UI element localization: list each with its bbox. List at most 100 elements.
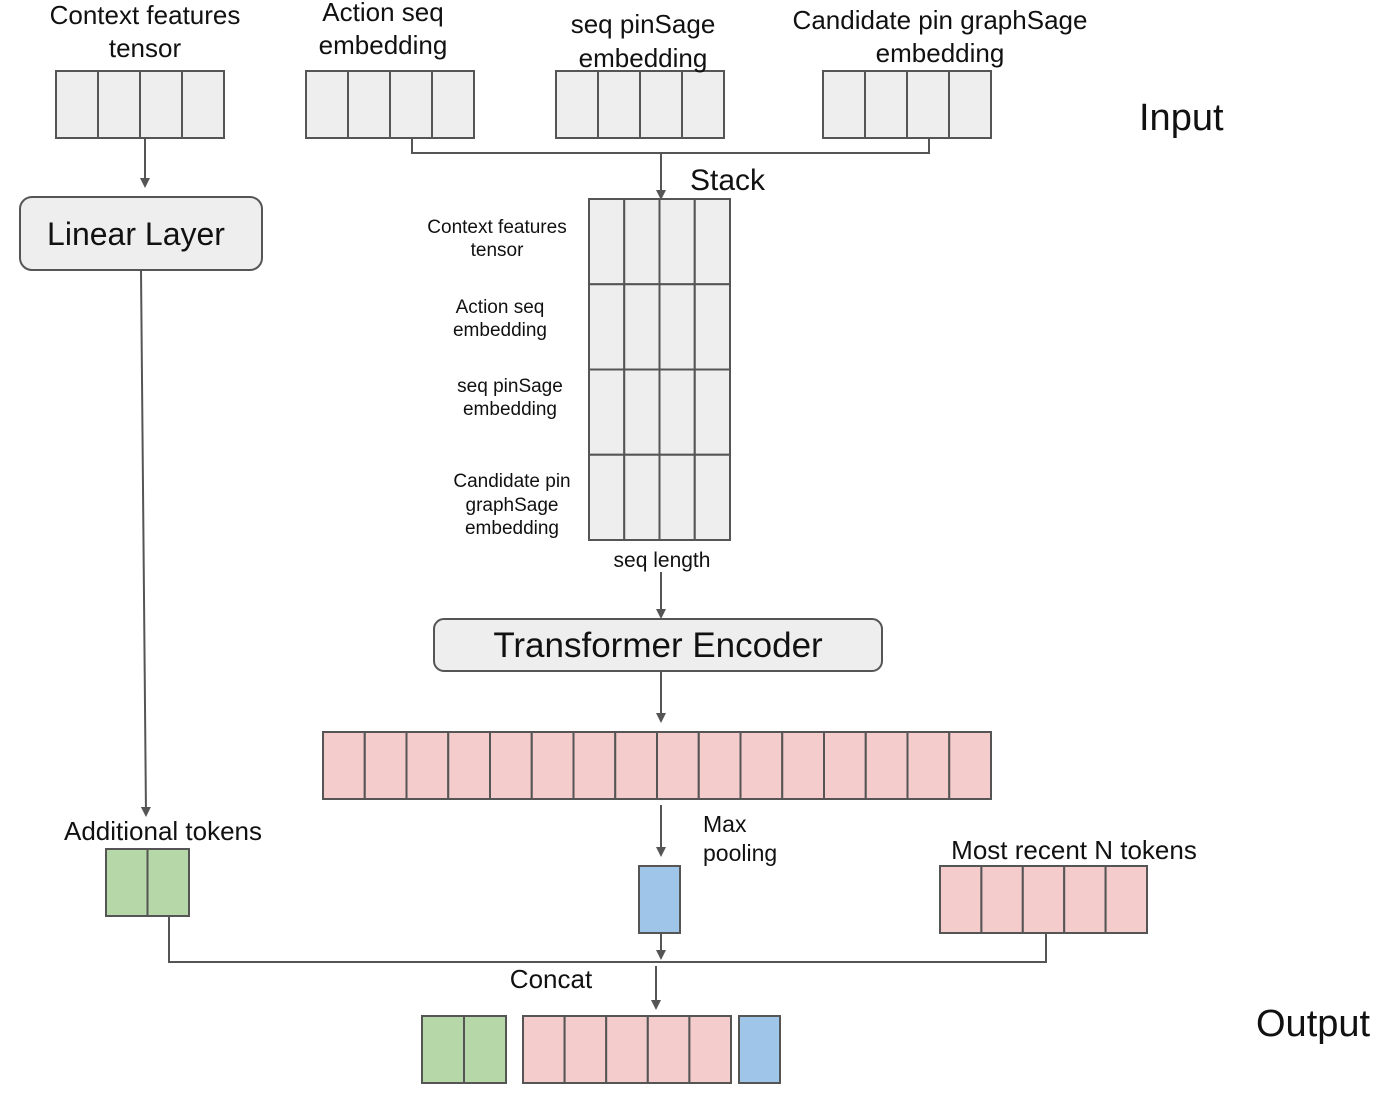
linear-layer-node: Linear Layer bbox=[19, 196, 263, 271]
encoder-output-token-16 bbox=[948, 731, 992, 800]
action-input-cell-1 bbox=[305, 70, 349, 139]
encoder-output-token-6 bbox=[530, 731, 575, 800]
stack-row-graphsage-line-2: graphSage bbox=[466, 495, 559, 516]
stack-row-context-line-1: Context features bbox=[427, 217, 566, 238]
context-title-line-1: Context features bbox=[50, 0, 241, 30]
action-seq-input-tokens bbox=[305, 70, 475, 139]
encoder-output-token-12 bbox=[781, 731, 825, 800]
linear-layer-box bbox=[19, 196, 263, 271]
seq-length-label: seq length bbox=[614, 549, 711, 572]
context-title-line-2: tensor bbox=[109, 33, 182, 63]
stack-cell-r4-c4 bbox=[693, 453, 731, 541]
stack-cell-r1-c2 bbox=[623, 198, 661, 286]
output-additional-token-2 bbox=[463, 1015, 507, 1084]
pooled-token-1 bbox=[638, 865, 681, 934]
context-input-cell-1 bbox=[55, 70, 99, 139]
inputs-join-line bbox=[411, 138, 930, 154]
stack-cell-r4-c3 bbox=[658, 453, 696, 541]
encoder-output-token-13 bbox=[823, 731, 867, 800]
encoder-output-token-7 bbox=[572, 731, 617, 800]
additional-tokens-label: Additional tokens bbox=[64, 816, 262, 846]
encoder-output-token-10 bbox=[697, 731, 742, 800]
stack-cell-r2-c1 bbox=[588, 283, 626, 371]
most-recent-n-tokens bbox=[939, 865, 1148, 934]
encoder-output-token-15 bbox=[906, 731, 951, 800]
stack-row-pinsage-line-1: seq pinSage bbox=[457, 376, 563, 397]
stack-label: Stack bbox=[690, 164, 766, 197]
stack-row-graphsage-line-1: Candidate pin bbox=[453, 471, 570, 492]
action-input-cell-2 bbox=[347, 70, 391, 139]
output-recent-tokens bbox=[522, 1015, 733, 1084]
max-pooled-token bbox=[638, 865, 681, 934]
linear-to-additional-arrow bbox=[140, 269, 151, 817]
encoder-output-token-2 bbox=[363, 731, 408, 800]
encoder-output-token-1 bbox=[322, 731, 366, 800]
stack-cell-r1-c3 bbox=[658, 198, 696, 286]
output-pooled-token-1 bbox=[738, 1015, 781, 1084]
recent-token-3 bbox=[1021, 865, 1066, 934]
input-heading: Input bbox=[1139, 97, 1224, 139]
transformer-encoder-box bbox=[433, 618, 883, 672]
graphsage-input-cell-4 bbox=[948, 70, 992, 139]
context-input-cell-2 bbox=[97, 70, 141, 139]
additional-token-2 bbox=[146, 848, 190, 917]
output-recent-token-2 bbox=[563, 1015, 608, 1084]
stack-cell-r2-c4 bbox=[693, 283, 731, 371]
output-recent-token-4 bbox=[646, 1015, 691, 1084]
connectors bbox=[140, 138, 1047, 1010]
candidate-graphsage-input-tokens bbox=[822, 70, 992, 139]
max-pooling-label-line-1: Max bbox=[703, 811, 747, 837]
stack-row-graphsage-line-3: embedding bbox=[465, 518, 559, 539]
context-input-cell-3 bbox=[139, 70, 183, 139]
stack-cell-r1-c1 bbox=[588, 198, 626, 286]
output-pooled-token bbox=[738, 1015, 781, 1084]
encoder-output-token-11 bbox=[739, 731, 784, 800]
action-input-cell-3 bbox=[389, 70, 433, 139]
output-recent-token-1 bbox=[522, 1015, 566, 1084]
encoder-output-token-8 bbox=[614, 731, 658, 800]
input-titles: Context features tensor Action seq embed… bbox=[50, 0, 1088, 73]
action-title-line-1: Action seq bbox=[322, 0, 443, 27]
recent-token-2 bbox=[980, 865, 1024, 934]
encoder-output-token-4 bbox=[447, 731, 491, 800]
action-title-line-2: embedding bbox=[319, 30, 448, 60]
stack-cell-r4-c1 bbox=[588, 453, 626, 541]
stack-cell-r3-c3 bbox=[658, 368, 696, 456]
encoder-output-token-5 bbox=[489, 731, 533, 800]
concat-label: Concat bbox=[510, 964, 593, 994]
context-input-cell-4 bbox=[181, 70, 225, 139]
graphsage-title-line-2: embedding bbox=[876, 38, 1005, 68]
additional-token-1 bbox=[105, 848, 149, 917]
graphsage-input-cell-1 bbox=[822, 70, 866, 139]
stack-row-action-line-2: embedding bbox=[453, 320, 547, 341]
stack-row-pinsage-line-2: embedding bbox=[463, 399, 557, 420]
action-input-cell-4 bbox=[431, 70, 475, 139]
output-additional-tokens bbox=[421, 1015, 507, 1084]
encoder-output-token-9 bbox=[656, 731, 700, 800]
stack-cell-r4-c2 bbox=[623, 453, 661, 541]
pinsage-title-line-1: seq pinSage bbox=[571, 9, 716, 39]
context-features-input-tokens bbox=[55, 70, 225, 139]
recent-token-1 bbox=[939, 865, 983, 934]
pinsage-input-cell-4 bbox=[681, 70, 725, 139]
stacked-embeddings-grid bbox=[588, 198, 731, 541]
most-recent-label: Most recent N tokens bbox=[951, 835, 1197, 865]
graphsage-input-cell-3 bbox=[906, 70, 950, 139]
stack-cell-r2-c3 bbox=[658, 283, 696, 371]
output-heading: Output bbox=[1256, 1003, 1371, 1045]
transformer-encoder-node: Transformer Encoder bbox=[433, 618, 883, 672]
stacked-row-labels: Context features tensor Action seq embed… bbox=[427, 217, 570, 539]
stack-cell-r3-c1 bbox=[588, 368, 626, 456]
pinsage-input-cell-1 bbox=[555, 70, 599, 139]
stack-cell-r2-c2 bbox=[623, 283, 661, 371]
output-recent-token-5 bbox=[688, 1015, 733, 1084]
graphsage-input-cell-2 bbox=[864, 70, 908, 139]
output-recent-token-3 bbox=[605, 1015, 649, 1084]
output-additional-token-1 bbox=[421, 1015, 465, 1084]
additional-tokens bbox=[105, 848, 190, 917]
linear-layer-label: Linear Layer bbox=[47, 216, 225, 252]
stack-cell-r3-c4 bbox=[693, 368, 731, 456]
transformer-encoder-label: Transformer Encoder bbox=[493, 626, 823, 665]
recent-token-5 bbox=[1104, 865, 1148, 934]
